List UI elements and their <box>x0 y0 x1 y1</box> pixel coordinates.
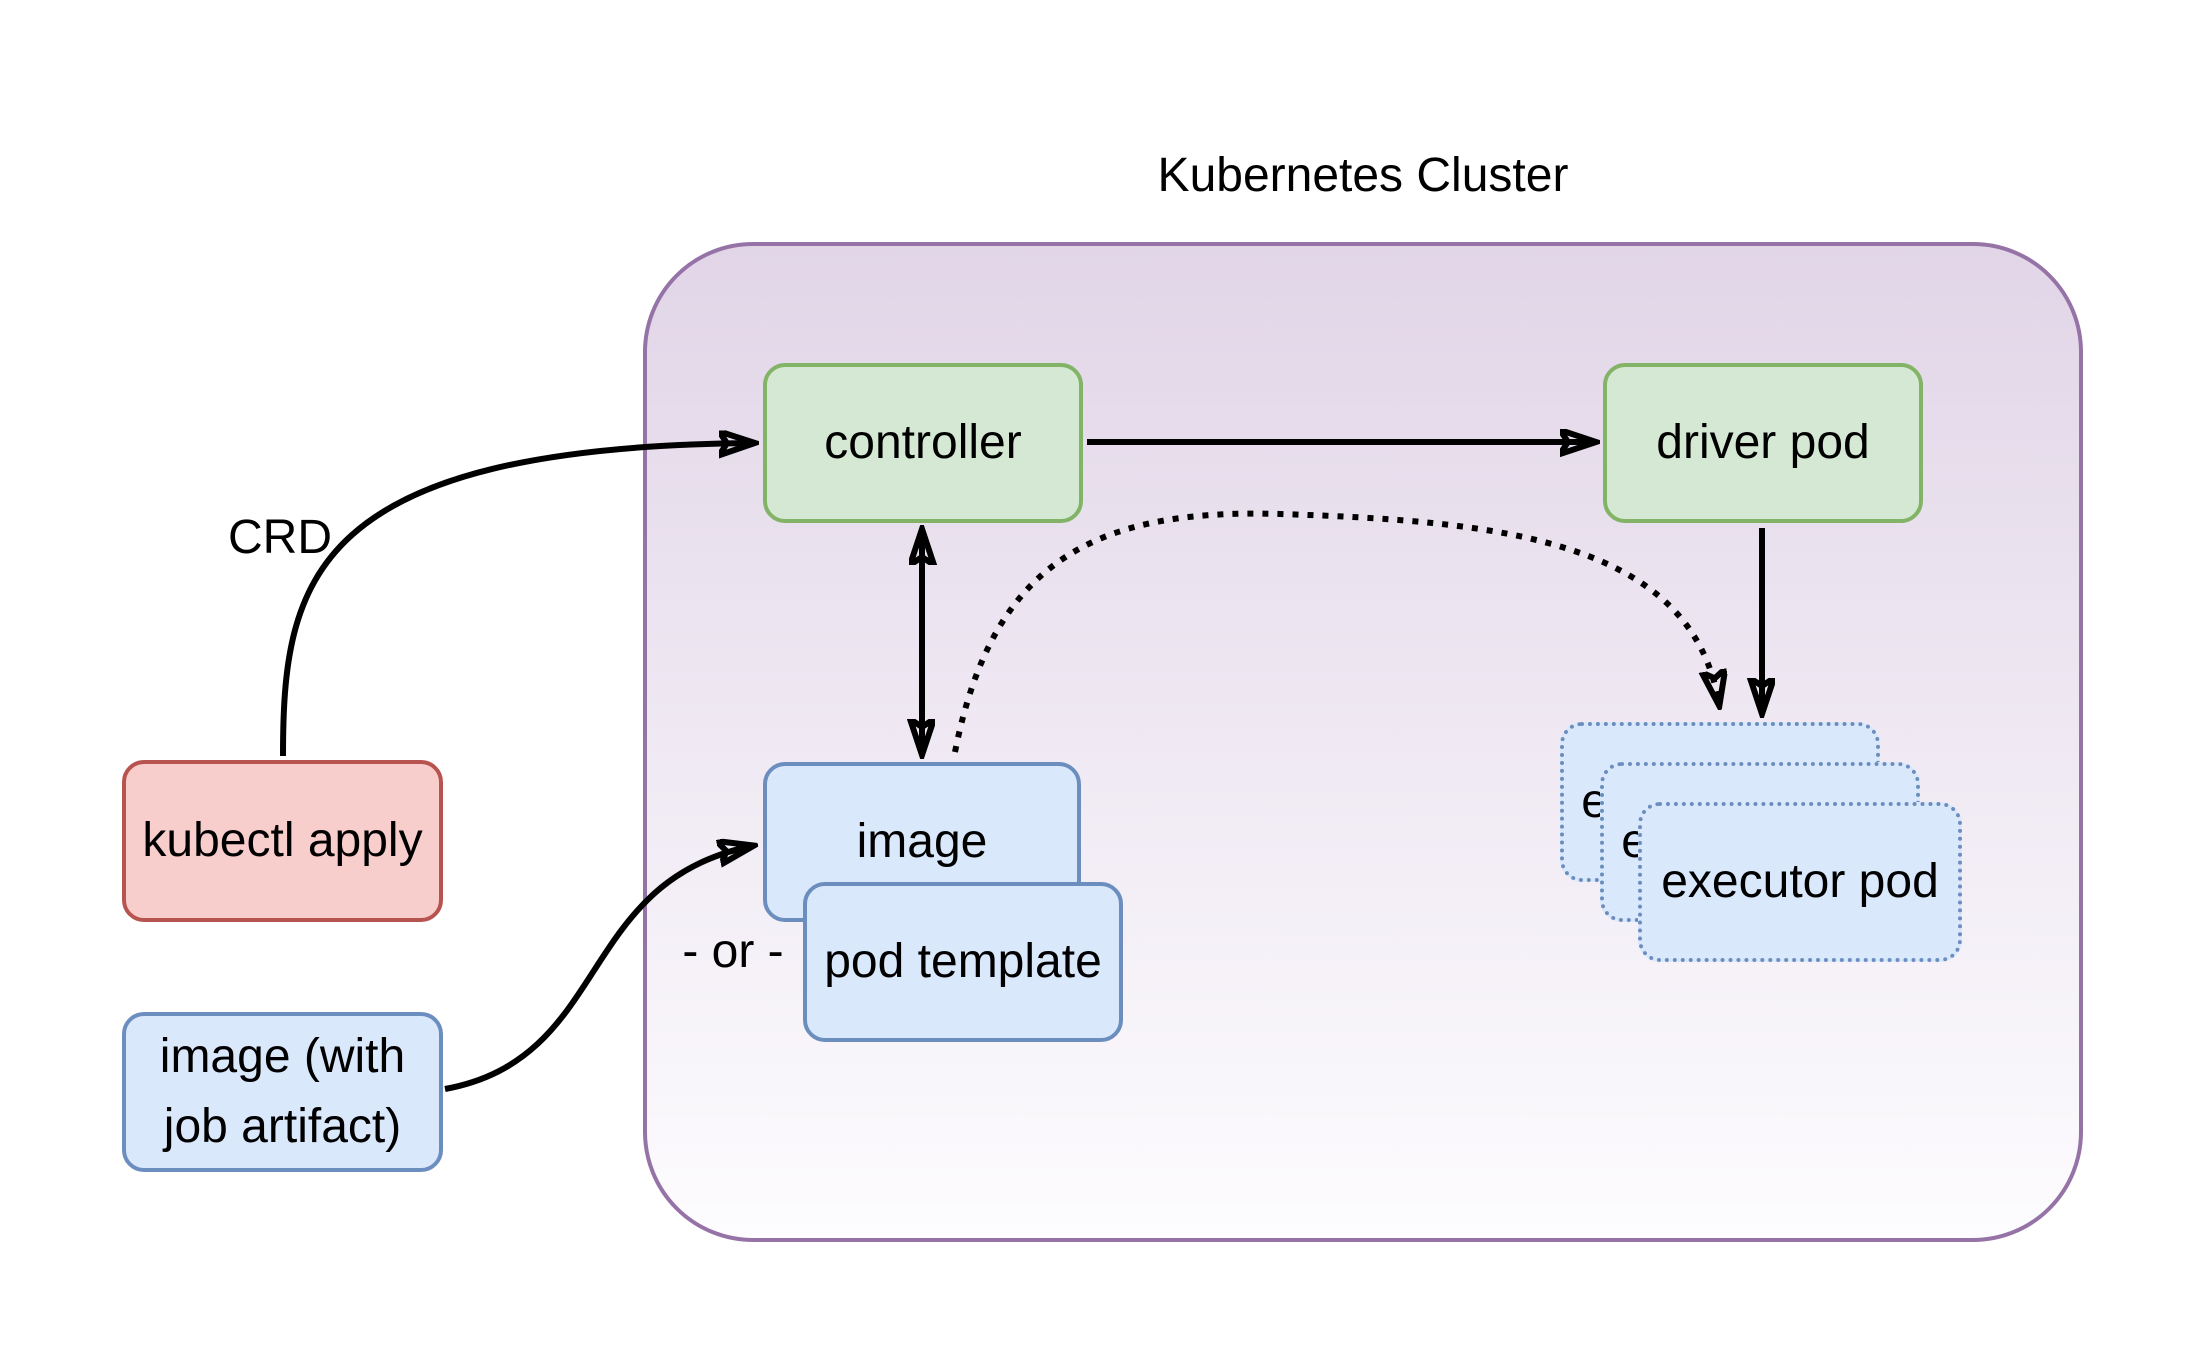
diagram-title: Kubernetes Cluster <box>1157 149 1569 202</box>
node-image-with-job-artifact: image (with job artifact) <box>122 1012 443 1172</box>
node-kubectl-apply: kubectl apply <box>122 760 443 922</box>
node-driver-pod: driver pod <box>1603 363 1923 523</box>
image-artifact-label-line1: image (with <box>159 1030 406 1084</box>
driver-pod-label: driver pod <box>1656 416 1870 470</box>
node-pod-template: pod template <box>803 882 1123 1042</box>
edge-label-crd: CRD <box>228 511 332 564</box>
edge-label-or: - or - <box>682 925 784 978</box>
pod-template-label: pod template <box>824 935 1102 989</box>
executor-pod-label: executor pod <box>1661 855 1939 909</box>
kubectl-apply-label: kubectl apply <box>142 814 423 868</box>
node-executor-pod-front: executor pod <box>1638 802 1962 962</box>
controller-label: controller <box>824 416 1022 470</box>
node-controller: controller <box>763 363 1083 523</box>
image-label: image <box>856 815 988 869</box>
image-artifact-label-line2: job artifact) <box>163 1100 402 1153</box>
